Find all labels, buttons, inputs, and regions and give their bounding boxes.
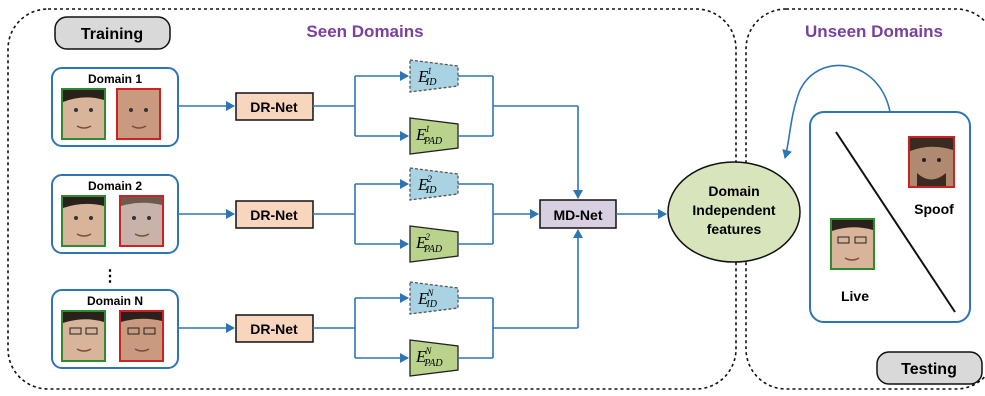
training-tag-label: Training xyxy=(81,26,143,43)
domain-2-spoof-face xyxy=(119,195,164,247)
unseen-domains-title: Unseen Domains xyxy=(805,22,943,41)
spoof-label: Spoof xyxy=(914,201,954,217)
seen-domains-title: Seen Domains xyxy=(306,22,423,41)
merge-connectors xyxy=(458,75,583,359)
testing-curve-arrow xyxy=(782,64,891,159)
domain-1-live-face xyxy=(61,88,106,140)
live-label: Live xyxy=(841,288,869,304)
dr-net-n-box xyxy=(235,314,314,343)
domain-n-spoof-face xyxy=(119,310,164,362)
encoder-id-2 xyxy=(409,167,459,201)
testing-tag-label: Testing xyxy=(901,361,957,378)
encoder-id-n xyxy=(409,281,459,315)
spoof-face xyxy=(908,136,955,188)
encoder-pad-2 xyxy=(409,225,459,263)
domain-2-label: Domain 2 xyxy=(88,179,142,193)
dr-net-2-label: DR-Net xyxy=(250,207,298,223)
encoder-pad-1 xyxy=(409,117,459,155)
domain-independent-line-3: features xyxy=(707,221,762,237)
dr-net-2-box xyxy=(235,200,314,229)
encoder-pad-n xyxy=(409,339,459,377)
domain-1-spoof-face xyxy=(116,88,161,140)
domain-n-label: Domain N xyxy=(87,294,143,308)
domain-independent-line-1: Domain xyxy=(708,183,759,199)
dr-net-1-label: DR-Net xyxy=(250,99,298,115)
domain-2-live-face xyxy=(61,195,106,247)
live-face xyxy=(830,218,875,270)
domain-1-label: Domain 1 xyxy=(88,72,142,86)
domain-independent-ellipse xyxy=(667,161,801,263)
encoder-id-1 xyxy=(409,59,459,93)
domain-independent-line-2: Independent xyxy=(692,202,776,218)
md-net-label: MD-Net xyxy=(554,207,603,223)
training-tag xyxy=(54,16,171,50)
split-connectors xyxy=(313,71,409,363)
more-domains-ellipsis: ⋮ xyxy=(102,268,118,285)
domain-n-live-face xyxy=(61,310,106,362)
dr-net-n-label: DR-Net xyxy=(250,321,298,337)
testing-tag xyxy=(876,351,983,385)
decision-boundary xyxy=(835,131,956,313)
